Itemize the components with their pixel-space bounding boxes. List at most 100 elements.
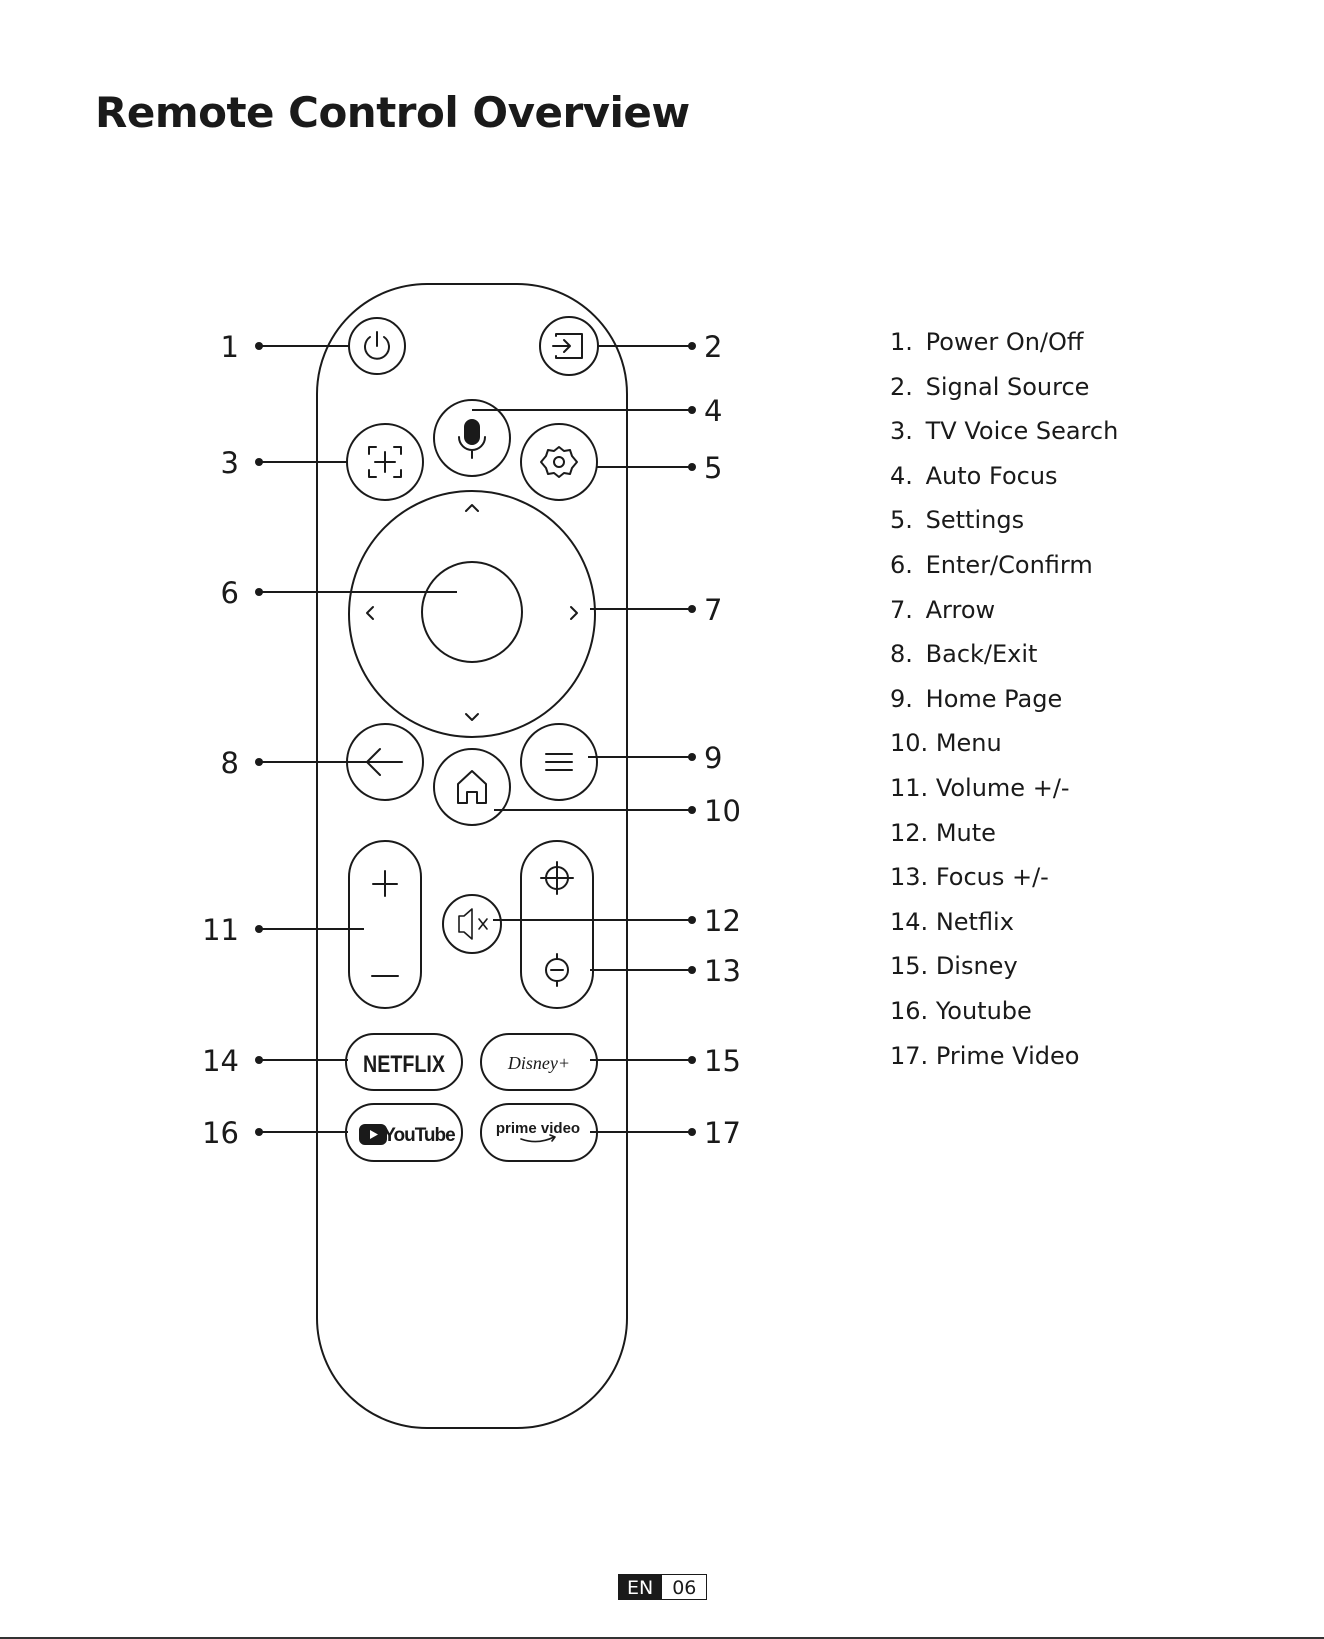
page-number: 06 [662,1574,708,1600]
input-icon [552,333,583,359]
disney-label: Disney+ [507,1053,570,1073]
legend-item: 4. Auto Focus [890,462,1118,507]
legend-number: 7. [890,595,913,624]
legend-item: 5. Settings [890,506,1118,551]
legend-number: 12. [890,818,929,847]
back-arrow-icon [366,748,403,776]
legend-label: Focus +/- [935,863,1049,892]
callout-3: 3 [221,446,239,480]
legend-item: 17. Prime Video [890,1042,1118,1087]
callout-11: 11 [202,913,239,947]
legend-label: Netflix [935,907,1014,936]
bottom-divider [0,1637,1324,1639]
legend-number: 2. [890,372,913,401]
callout-12: 12 [704,904,741,938]
callout-16: 16 [202,1116,239,1150]
legend-label: Settings [925,506,1025,535]
legend-number: 4. [890,461,913,490]
dpad-ring[interactable] [348,490,596,738]
legend-label: Signal Source [925,372,1090,401]
legend-number: 9. [890,684,913,713]
legend-item: 2. Signal Source [890,373,1118,418]
legend-item: 9. Home Page [890,685,1118,730]
legend-item: 15. Disney [890,952,1118,997]
dpad[interactable] [348,490,596,738]
callout-13: 13 [704,954,741,988]
legend-item: 7. Arrow [890,596,1118,641]
focus-rocker[interactable] [520,840,594,1009]
arrow-up-icon [465,504,479,512]
mute-icon [458,908,488,940]
legend-label: Mute [935,818,996,847]
legend-number: 6. [890,550,913,579]
legend-item: 3. TV Voice Search [890,417,1118,462]
youtube-label: YouTube [383,1125,455,1146]
legend-label: Enter/Confirm [925,550,1093,579]
page-indicator: EN 06 [618,1574,708,1600]
legend-number: 10. [890,729,929,758]
power-button[interactable] [348,317,406,375]
menu-button[interactable] [520,723,598,801]
microphone-icon [458,419,486,459]
prime-smile-icon [520,1134,556,1143]
legend-number: 13. [890,863,929,892]
disney-button[interactable] [480,1033,598,1091]
legend-item: 12. Mute [890,819,1118,864]
callout-9: 9 [704,741,722,775]
legend-list: 1. Power On/Off 2. Signal Source 3. TV V… [890,328,1118,1086]
legend-item: 14. Netflix [890,908,1118,953]
power-icon [364,331,390,360]
scan-frame-icon [368,446,402,478]
callout-2: 2 [704,330,722,364]
callout-7: 7 [704,593,722,627]
voice-search-button[interactable] [346,423,424,501]
callout-4: 4 [704,394,722,428]
legend-number: 16. [890,996,929,1025]
auto-focus-button[interactable] [433,399,511,477]
legend-number: 11. [890,773,929,802]
signal-source-button[interactable] [539,316,599,376]
legend-number: 17. [890,1041,929,1070]
page-title: Remote Control Overview [95,88,690,137]
remote-body [316,283,628,1429]
callout-1: 1 [221,330,239,364]
gear-icon [540,446,578,478]
legend-label: Menu [935,729,1002,758]
legend-number: 15. [890,952,929,981]
language-badge: EN [618,1574,663,1600]
legend-number: 5. [890,506,913,535]
legend-label: Arrow [925,595,996,624]
callout-6: 6 [221,576,239,610]
focus-plus-icon [540,861,574,895]
arrow-left-icon [366,606,374,620]
legend-item: 13. Focus +/- [890,863,1118,908]
arrow-down-icon [465,713,479,721]
legend-label: Prime Video [935,1041,1080,1070]
netflix-label: NETFLIX [363,1050,445,1077]
callout-17: 17 [704,1116,741,1150]
ok-button[interactable] [421,561,523,663]
legend-label: Disney [935,952,1018,981]
settings-button[interactable] [520,423,598,501]
prime-video-label: prime video [496,1120,580,1137]
home-button[interactable] [433,748,511,826]
arrow-right-icon [570,606,578,620]
legend-item: 11. Volume +/- [890,774,1118,819]
callout-10: 10 [704,794,741,828]
legend-label: Youtube [935,996,1032,1025]
legend-label: Power On/Off [925,328,1084,356]
legend-number: 1. [890,328,913,356]
netflix-button[interactable] [345,1033,463,1091]
plus-icon [372,870,398,897]
legend-item: 16. Youtube [890,997,1118,1042]
callout-8: 8 [221,746,239,780]
legend-number: 8. [890,640,913,669]
legend-item: 6. Enter/Confirm [890,551,1118,596]
legend-item: 10. Menu [890,729,1118,774]
callout-5: 5 [704,451,722,485]
mute-button[interactable] [442,894,502,954]
volume-rocker[interactable] [348,840,422,1009]
legend-label: Auto Focus [925,461,1058,490]
home-icon [457,770,487,804]
